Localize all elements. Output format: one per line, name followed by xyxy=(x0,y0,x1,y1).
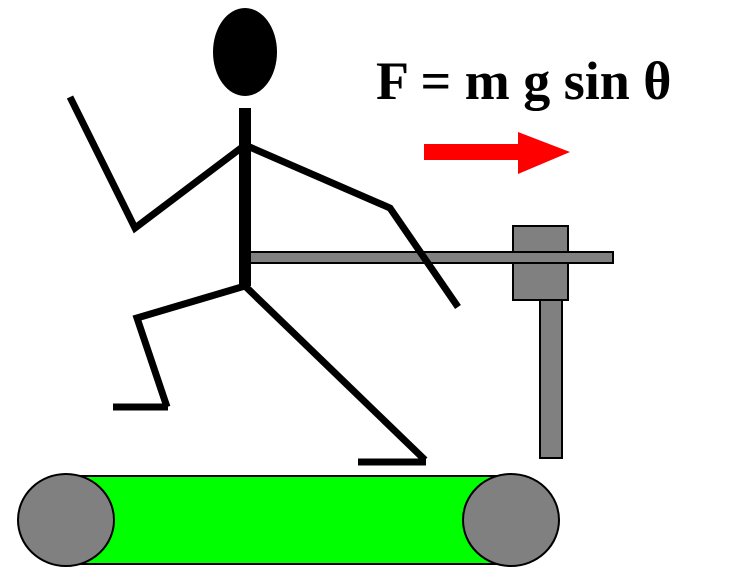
right-roller xyxy=(462,473,560,567)
runner-head xyxy=(213,8,277,96)
force-formula: F = m g sin θ xyxy=(376,51,672,111)
runner-right-arm xyxy=(243,141,461,309)
runner-figure xyxy=(66,8,461,466)
arrow-right-icon xyxy=(424,132,570,174)
left-roller xyxy=(17,473,115,567)
runner-left-arm xyxy=(66,95,248,234)
treadmill-belt xyxy=(65,475,513,565)
treadmill xyxy=(17,473,560,567)
sensor-post xyxy=(539,297,563,459)
runner-back-leg xyxy=(132,282,246,409)
runner-front-leg xyxy=(242,283,428,463)
